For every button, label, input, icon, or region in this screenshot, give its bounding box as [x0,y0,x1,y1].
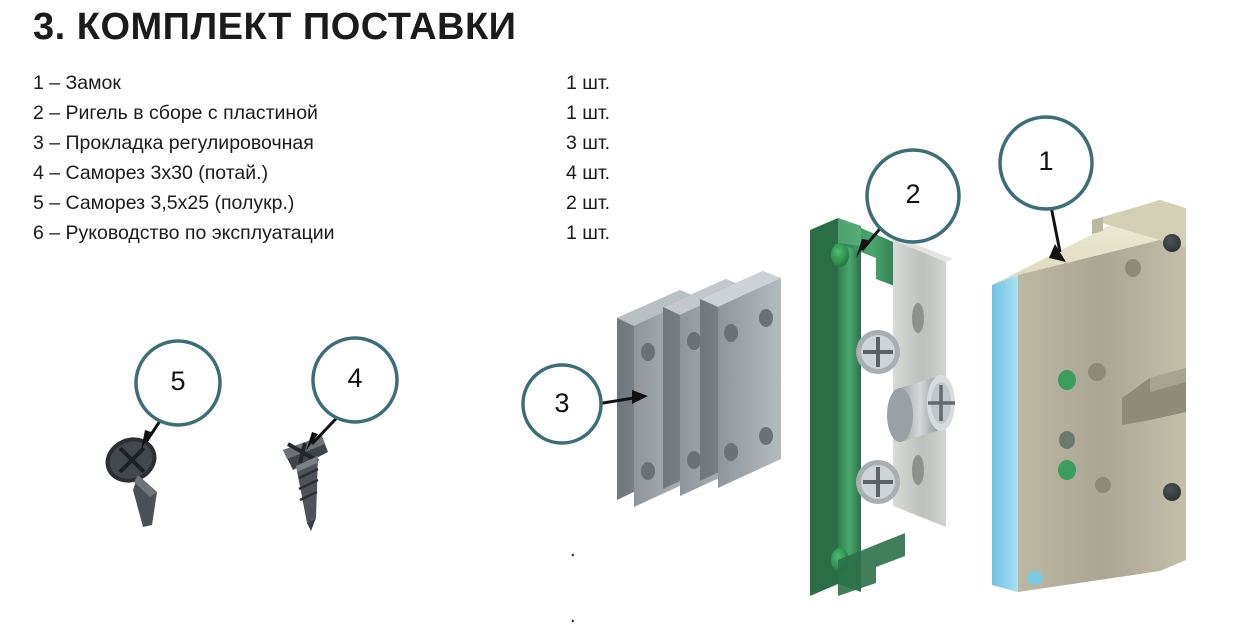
callout-number: 5 [170,366,186,396]
stray-dot: . [570,605,576,627]
callout-number: 2 [905,179,921,209]
callout-number: 1 [1038,146,1054,176]
part-1-lock-body [992,200,1186,592]
part-label: 4 – Саморез 3х30 (потай.) [33,162,269,184]
callout-number: 3 [554,388,570,418]
part-2-bolt-assembly [810,218,955,596]
part-label: 5 – Саморез 3,5х25 (полукр.) [33,192,295,214]
part-label: 1 – Замок [33,72,121,94]
parts-list: 1 – Замок 1 шт. 2 – Ригель в сборе с пла… [33,72,653,252]
part-quantity: 1 шт. [566,222,611,244]
part-quantity: 4 шт. [566,162,611,184]
list-item: 6 – Руководство по эксплуатации 1 шт. [33,222,653,252]
part-quantity: 1 шт. [566,72,611,94]
part-quantity: 2 шт. [566,192,611,214]
list-item: 1 – Замок 1 шт. [33,72,653,102]
part-quantity: 1 шт. [566,102,611,124]
part-3-shims [617,271,781,507]
part-label: 3 – Прокладка регулировочная [33,132,314,154]
stray-dot: . [570,539,576,561]
part-label: 6 – Руководство по эксплуатации [33,222,335,244]
part-5-screw [105,437,157,527]
list-item: 2 – Ригель в сборе с пластиной 1 шт. [33,102,653,132]
list-item: 5 – Саморез 3,5х25 (полукр.) 2 шт. [33,192,653,222]
callout-number: 4 [347,363,363,393]
part-quantity: 3 шт. [566,132,611,154]
list-item: 3 – Прокладка регулировочная 3 шт. [33,132,653,162]
part-label: 2 – Ригель в сборе с пластиной [33,102,318,124]
page-title: 3. КОМПЛЕКТ ПОСТАВКИ [33,6,517,48]
list-item: 4 – Саморез 3х30 (потай.) 4 шт. [33,162,653,192]
part-4-screw [283,436,328,531]
